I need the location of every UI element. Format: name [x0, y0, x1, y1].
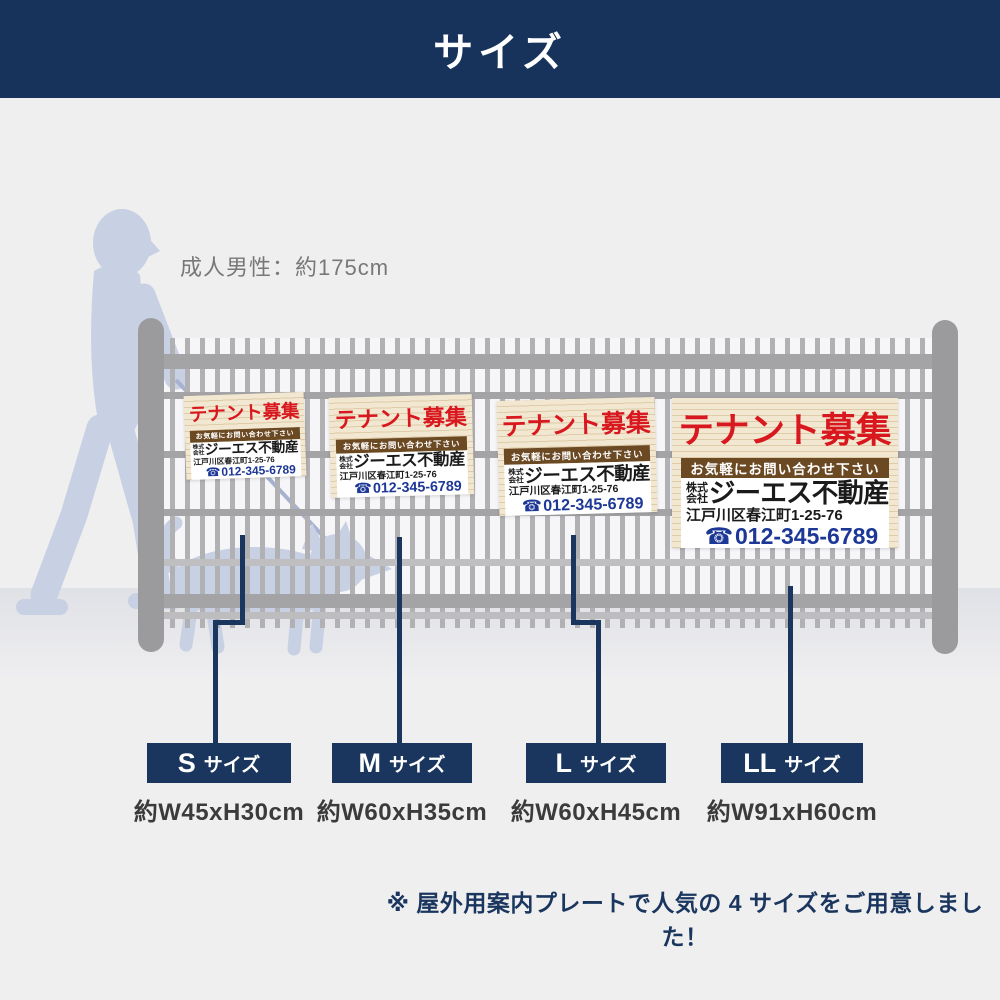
- company-prefix-bottom: 会社: [686, 493, 709, 506]
- connector-s: [240, 535, 245, 625]
- phone-number: 012-345-6789: [221, 462, 297, 480]
- sign-address: 江戸川区春江町1-25-76: [686, 507, 843, 525]
- company-prefix-top: 株式: [686, 481, 709, 494]
- company-row: 株式 会社 ジーエス不動産: [686, 479, 890, 508]
- fence-rail-bottom: [150, 594, 948, 608]
- size-badge-l: L サイズ: [526, 743, 666, 783]
- page-title: サイズ: [433, 31, 567, 75]
- size-code: L: [555, 747, 573, 778]
- sign-head: テナント募集: [497, 397, 656, 449]
- sign-phone: ☎012-345-6789: [340, 478, 466, 498]
- sign-contact-bar: お気軽にお問い合わせ下さい: [681, 457, 889, 478]
- phone-number: 012-345-6789: [372, 478, 462, 497]
- section-header: サイズ: [0, 0, 1000, 98]
- connector-s: [213, 620, 218, 745]
- fence-rail: [150, 612, 948, 619]
- size-dimensions-m: 約W60xH35cm: [316, 799, 488, 826]
- connector-l: [596, 620, 601, 745]
- company-prefix-bottom: 会社: [508, 475, 524, 485]
- size-suffix: サイズ: [784, 754, 841, 776]
- size-code: S: [177, 747, 196, 778]
- phone-number: 012-345-6789: [542, 493, 644, 515]
- fence-rail: [150, 392, 948, 399]
- sign-head: テナント募集: [329, 394, 473, 440]
- company-prefix: 株式 会社: [193, 445, 205, 457]
- size-code: M: [358, 747, 382, 778]
- company-prefix-bottom: 会社: [339, 463, 354, 471]
- connector-l: [571, 535, 576, 625]
- phone-number: 012-345-6789: [734, 522, 879, 549]
- size-suffix: サイズ: [389, 754, 446, 776]
- company-prefix: 株式 会社: [339, 456, 353, 471]
- sign-m: テナント募集 お気軽にお問い合わせ下さい 株式 会社 ジーエス不動産 江戸川区春…: [328, 394, 475, 498]
- connector-ll: [788, 586, 793, 745]
- sign-head: テナント募集: [184, 392, 305, 431]
- sign-phone: ☎012-345-6789: [509, 493, 648, 516]
- company-prefix: 株式 会社: [508, 467, 524, 485]
- sign-body: 株式 会社 ジーエス不動産 江戸川区春江町1-25-76 ☎012-345-67…: [189, 438, 302, 480]
- sign-l: テナント募集 お気軽にお問い合わせ下さい 株式 会社 ジーエス不動産 江戸川区春…: [496, 396, 658, 517]
- company-name: ジーエス不動産: [524, 462, 651, 487]
- fence-rail: [150, 559, 948, 566]
- size-dimensions-l: 約W60xH45cm: [510, 799, 682, 826]
- sign-body: 株式 会社 ジーエス不動産 江戸川区春江町1-25-76 ☎012-345-67…: [681, 477, 890, 548]
- phone-icon: ☎: [704, 522, 734, 549]
- fence-rail-top: [150, 354, 948, 369]
- sign-headline: テナント募集: [678, 410, 892, 451]
- size-dimensions-ll: 約W91xH60cm: [706, 799, 878, 826]
- sign-s: テナント募集 お気軽にお問い合わせ下さい 株式 会社 ジーエス不動産 江戸川区春…: [183, 391, 307, 481]
- sign-body: 株式 会社 ジーエス不動産 江戸川区春江町1-25-76 ☎012-345-67…: [335, 449, 469, 498]
- company-name: ジーエス不動産: [708, 478, 890, 509]
- size-dimensions-s: 約W45xH30cm: [133, 799, 305, 826]
- sign-head: テナント募集: [672, 398, 898, 458]
- size-badge-m: M サイズ: [332, 743, 472, 783]
- company-prefix: 株式 会社: [686, 481, 709, 506]
- fence-post-left: [138, 318, 164, 652]
- size-suffix: サイズ: [203, 754, 261, 776]
- sign-headline: テナント募集: [188, 399, 300, 425]
- sign-ll: テナント募集 お気軽にお問い合わせ下さい 株式 会社 ジーエス不動産 江戸川区春…: [672, 398, 898, 548]
- fence-post-right: [932, 320, 958, 654]
- phone-icon: ☎: [521, 496, 543, 516]
- size-badge-ll: LL サイズ: [721, 743, 863, 783]
- size-suffix: サイズ: [580, 754, 637, 776]
- connector-m: [397, 537, 402, 745]
- size-badge-s: S サイズ: [147, 743, 291, 783]
- phone-icon: ☎: [205, 465, 221, 480]
- sign-headline: テナント募集: [334, 404, 468, 433]
- phone-icon: ☎: [353, 480, 373, 498]
- sign-headline: テナント募集: [501, 410, 652, 442]
- sign-body: 株式 会社 ジーエス不動産 江戸川区春江町1-25-76 ☎012-345-67…: [504, 460, 652, 516]
- footnote: ※ 屋外用案内プレートで人気の 4 サイズをご用意しました！: [386, 890, 984, 950]
- company-prefix-bottom: 会社: [192, 450, 205, 458]
- connector-l: [571, 620, 601, 625]
- size-code: LL: [743, 747, 777, 778]
- reference-height-label: 成人男性：約175cm: [180, 255, 390, 280]
- sign-phone: ☎012-345-6789: [686, 524, 884, 548]
- connector-s: [213, 620, 245, 625]
